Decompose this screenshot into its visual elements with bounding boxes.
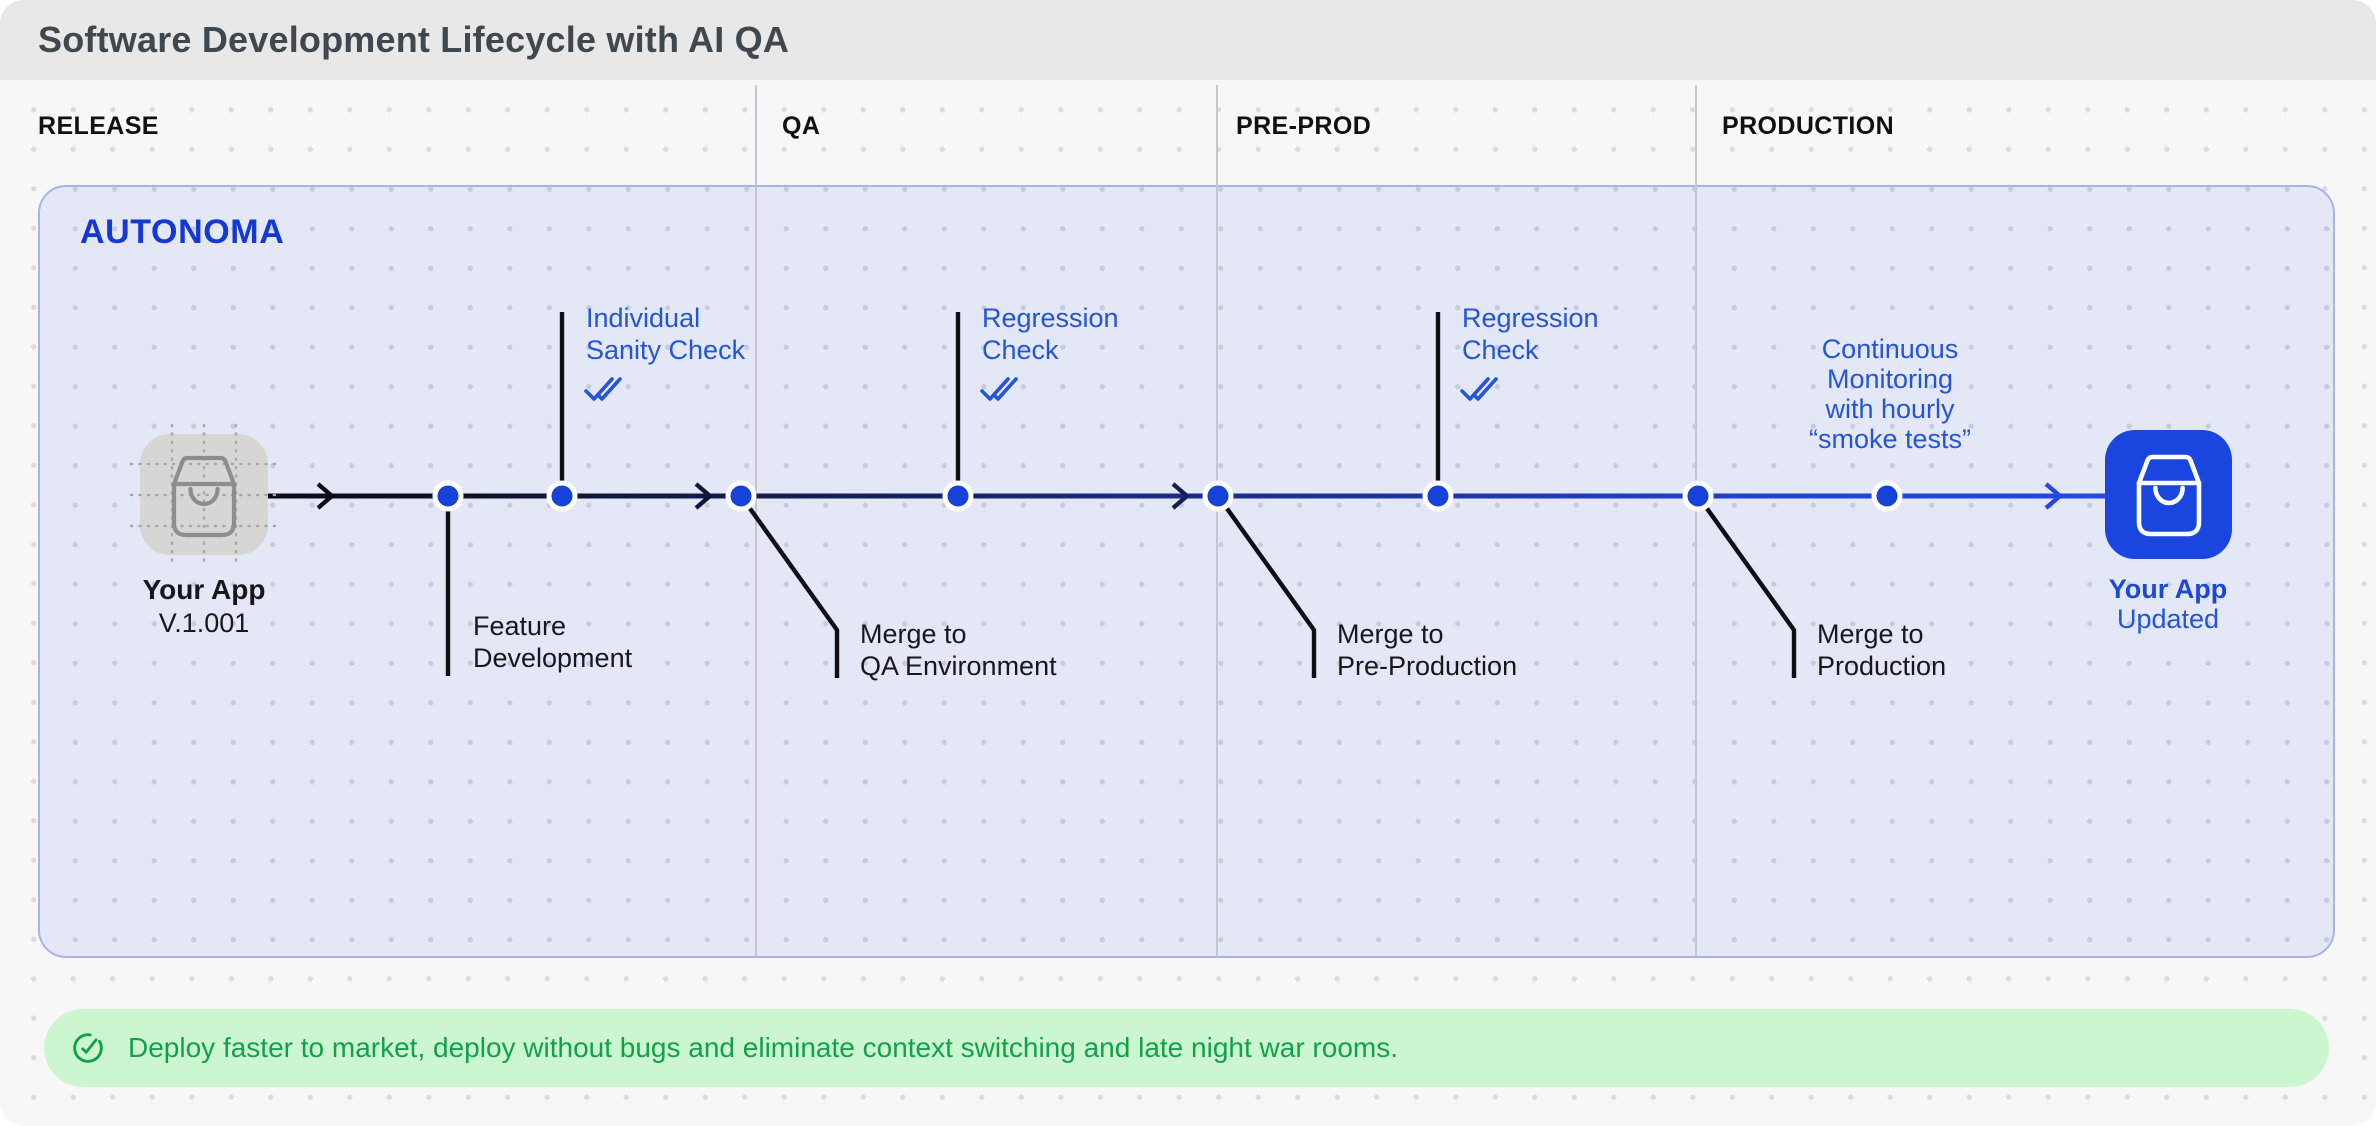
timeline-node xyxy=(546,480,578,512)
label-regression-check-preprod: Regression Check xyxy=(1462,303,1599,365)
autonoma-panel: AUTONOMA xyxy=(38,185,2335,958)
autonoma-brand-label: AUTONOMA xyxy=(80,213,285,251)
double-check-icon xyxy=(584,377,622,401)
timeline-node xyxy=(1682,480,1714,512)
connector-merge-qa xyxy=(739,494,840,678)
timeline-node xyxy=(1871,480,1903,512)
stage-divider-preprod-production xyxy=(1695,85,1697,957)
stage-divider-qa-preprod xyxy=(1216,85,1218,957)
timeline-node xyxy=(1202,480,1234,512)
flow-arrow-icon xyxy=(1171,482,1190,510)
flow-arrow-icon xyxy=(316,482,335,510)
timeline-node xyxy=(942,480,974,512)
stage-divider-release-qa xyxy=(755,85,757,957)
label-regression-check-qa: Regression Check xyxy=(982,303,1119,365)
draft-app-bag-icon xyxy=(130,424,278,566)
double-check-icon xyxy=(1460,377,1498,401)
stage-label-qa: QA xyxy=(782,112,821,140)
label-continuous-monitoring: Continuous Monitoring with hourly “smoke… xyxy=(1808,334,1972,454)
header-bar: Software Development Lifecycle with AI Q… xyxy=(0,0,2376,80)
start-app-name: Your App xyxy=(142,574,266,605)
label-merge-to-production: Merge to Production xyxy=(1817,619,1947,681)
start-app-version: V.1.001 xyxy=(158,608,250,638)
connector-merge-production xyxy=(1696,494,1797,678)
stage-label-release: RELEASE xyxy=(38,112,159,140)
end-app-name: Your App xyxy=(2108,574,2228,604)
benefit-banner-text: Deploy faster to market, deploy without … xyxy=(128,1032,1398,1063)
end-app-status: Updated xyxy=(2116,604,2220,634)
label-merge-to-qa: Merge to QA Environment xyxy=(860,619,1057,681)
timeline-node xyxy=(432,480,464,512)
flow-arrow-icon xyxy=(694,482,713,510)
flow-arrow-icon xyxy=(2044,482,2063,510)
timeline-node xyxy=(1422,480,1454,512)
label-feature-development: Feature Development xyxy=(473,611,633,673)
connector-merge-preprod xyxy=(1216,494,1317,678)
double-check-icon xyxy=(980,377,1018,401)
page-title: Software Development Lifecycle with AI Q… xyxy=(38,19,790,60)
benefit-banner: Deploy faster to market, deploy without … xyxy=(44,1009,2329,1087)
stage-label-preprod: PRE-PROD xyxy=(1236,112,1372,140)
timeline-node xyxy=(725,480,757,512)
label-individual-sanity-check: Individual Sanity Check xyxy=(586,303,746,365)
stage-label-production: PRODUCTION xyxy=(1722,112,1895,140)
check-circle-icon xyxy=(73,1033,103,1063)
updated-app-bag-icon xyxy=(2105,430,2232,559)
label-merge-to-preprod: Merge to Pre-Production xyxy=(1337,619,1518,681)
